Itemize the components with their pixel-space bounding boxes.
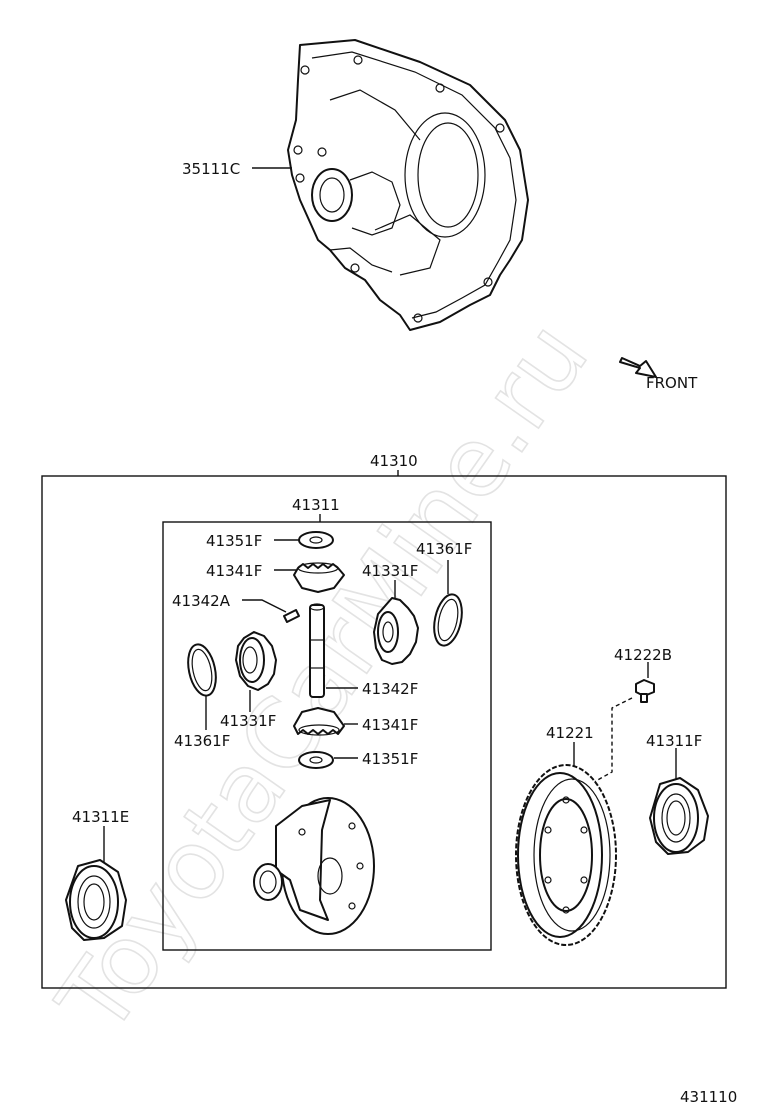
label-35111c: 35111C: [182, 160, 240, 178]
pinion-top-drawing: [293, 562, 345, 593]
washer-top-drawing: [298, 531, 334, 549]
label-41331f-right: 41331F: [362, 562, 418, 580]
pinion-bottom-drawing: [293, 707, 345, 736]
ring-right-drawing: [433, 593, 463, 647]
label-41361f-right: 41361F: [416, 540, 472, 558]
label-41311f: 41311F: [646, 732, 702, 750]
shaft-drawing: [309, 603, 325, 698]
ring-gear-drawing: [515, 764, 617, 946]
assembly-41310-box: [41, 475, 727, 989]
side-gear-right-drawing: [373, 597, 419, 665]
diagram-number: 431110: [680, 1088, 737, 1106]
label-41310: 41310: [370, 452, 418, 470]
side-gear-left-drawing: [235, 631, 277, 691]
label-41341f-bottom: 41341F: [362, 716, 418, 734]
ring-left-drawing: [187, 643, 217, 697]
bearing-right-drawing: [649, 777, 709, 855]
bolt-dashed-line: [593, 697, 633, 783]
label-41222b: 41222B: [614, 646, 672, 664]
label-41351f-top: 41351F: [206, 532, 262, 550]
differential-case-drawing: [253, 797, 375, 935]
label-41331f-left: 41331F: [220, 712, 276, 730]
front-label: FRONT: [646, 374, 698, 392]
label-41341f-top: 41341F: [206, 562, 262, 580]
bolt-drawing: [635, 679, 655, 703]
label-41342f: 41342F: [362, 680, 418, 698]
subassembly-41311-box: [162, 521, 492, 951]
bearing-left-drawing: [65, 859, 127, 941]
label-41361f-left: 41361F: [174, 732, 230, 750]
label-41311e: 41311E: [72, 808, 129, 826]
label-41311: 41311: [292, 496, 340, 514]
pin-drawing: [283, 609, 300, 623]
leader-pin: [242, 599, 287, 613]
label-41351f-bottom: 41351F: [362, 750, 418, 768]
transmission-case-drawing: [287, 39, 529, 331]
label-41342a: 41342A: [172, 592, 231, 610]
washer-bottom-drawing: [298, 751, 334, 769]
front-arrow-icon: [619, 357, 657, 378]
label-41221: 41221: [546, 724, 594, 742]
